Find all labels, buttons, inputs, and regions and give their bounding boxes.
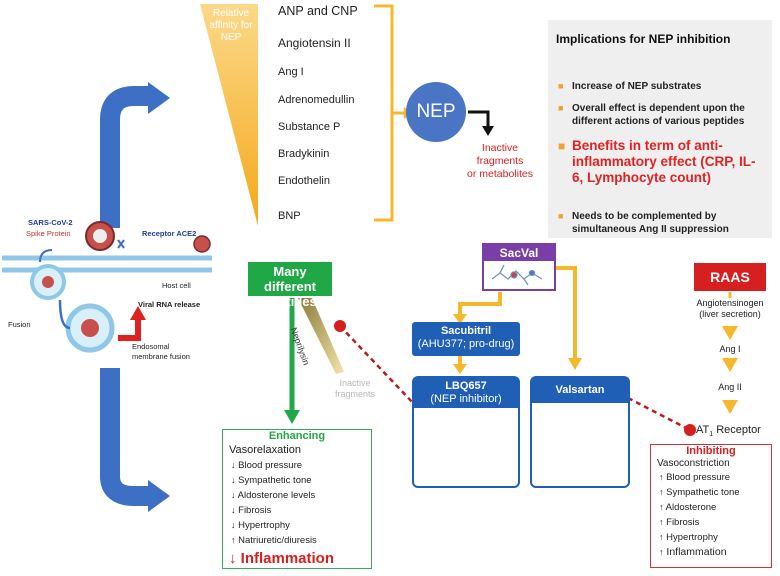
cell-illustration — [2, 221, 212, 353]
label-sars-cov-2: SARS-CoV-2 — [28, 218, 73, 227]
inactive-line-2: fragments — [476, 155, 524, 167]
peptide-anp-cnp: ANP and CNP — [278, 4, 358, 18]
enhancing-item: ↓ Fibrosis — [231, 505, 272, 516]
sacubitril-name: Sacubitril — [440, 325, 492, 337]
inhibiting-item: ↑ Inflammation — [659, 546, 727, 558]
inactive-line-1: Inactive — [481, 142, 519, 154]
label-spike-protein: Spike Protein — [26, 229, 71, 238]
peptide-adrenomedullin: Adrenomedullin — [278, 94, 355, 106]
sacubitril-sub: (AHU377; pro-drug) — [417, 338, 515, 350]
many-peptides-box: Many different peptides — [248, 262, 332, 309]
peptide-bnp: BNP — [278, 210, 301, 222]
peptide-bradykinin: Bradykinin — [278, 148, 330, 160]
implications-box: Implications for NEP inhibition ■Increas… — [548, 20, 772, 238]
lbq657-name: LBQ657 — [445, 380, 487, 392]
peptide-ang-i: Ang I — [278, 66, 304, 78]
enhancing-item: ↓ Blood pressure — [231, 460, 303, 471]
inhibition-line-val — [627, 396, 691, 432]
label-endosomal: Endosomal membrane fusion — [132, 342, 190, 361]
nep-output-arrow — [468, 110, 490, 128]
raas-liver-label: (liver secretion) — [699, 309, 761, 319]
affinity-label: Relative affinity for NEP — [209, 8, 253, 43]
nep-circle: NEP — [406, 82, 466, 142]
affinity-triangle — [200, 4, 258, 226]
raas-arrow-1 — [722, 326, 738, 340]
enhancing-box: Enhancing Vasorelaxation ↓ Blood pressur… — [222, 429, 372, 569]
inhibiting-title: Inhibiting — [686, 445, 736, 457]
lbq657-box: LBQ657 (NEP inhibitor) — [412, 376, 520, 488]
raas-angiotensinogen: Angiotensinogen (liver secretion) — [672, 298, 780, 320]
raas-arrow-3 — [722, 400, 738, 414]
inhibiting-item: ↑ Blood pressure — [659, 472, 731, 483]
label-receptor-ace2: Receptor ACE2 — [142, 229, 197, 238]
inactive-line-3: or metabolites — [467, 168, 533, 180]
sacval-arrow-right — [556, 266, 577, 360]
implication-item-2: ■Overall effect is dependent upon the di… — [558, 103, 745, 127]
label-host-cell: Host cell — [162, 281, 191, 290]
peptide-substance-p: Substance P — [278, 121, 341, 133]
label-viral-rna: Viral RNA release — [138, 300, 201, 309]
inhibiting-item: ↑ Hypertrophy — [659, 532, 718, 543]
inhibiting-heading: Vasoconstriction — [657, 458, 730, 469]
inactive-fragments-label: Inactive fragments — [334, 378, 376, 399]
peptide-angiotensin-ii: Angiotensin II — [278, 36, 351, 50]
lbq657-header: LBQ657 (NEP inhibitor) — [414, 378, 518, 408]
at1-receptor-label: AT1 Receptor — [696, 424, 761, 439]
implication-item-3: ■Benefits in term of anti-inflammatory e… — [558, 138, 756, 185]
implication-item-4: ■Needs to be complemented by simultaneou… — [558, 211, 729, 235]
implication-item-1: ■Increase of NEP substrates — [558, 81, 702, 92]
inhibiting-item: ↑ Fibrosis — [659, 517, 700, 528]
sacval-box: SacVal — [482, 243, 556, 291]
blue-arrow-down — [100, 368, 150, 506]
enhancing-item: ↑ Natriuretic/diuresis — [231, 535, 317, 546]
blue-arrow-up — [100, 86, 150, 228]
peptide-endothelin: Endothelin — [278, 175, 330, 187]
enhancing-inflammation: ↓ Inflammation — [229, 550, 335, 567]
enhancing-item: ↓ Aldosterone levels — [231, 490, 316, 501]
raas-ang-ii: Ang II — [718, 382, 742, 392]
inhibition-dot-at1 — [684, 424, 696, 436]
valsartan-box: Valsartan — [530, 376, 630, 488]
enhancing-item: ↓ Sympathetic tone — [231, 475, 312, 486]
sacval-arrow-left — [458, 292, 502, 316]
inhibition-dot-lbq — [334, 320, 346, 332]
inactive-products: Inactive fragments or metabolites — [454, 142, 546, 181]
lbq657-sub: (NEP inhibitor) — [430, 393, 502, 405]
raas-box: RAAS — [694, 263, 766, 291]
inhibiting-item: ↑ Aldosterone — [659, 502, 717, 513]
sacubitril-box: Sacubitril (AHU377; pro-drug) — [412, 322, 520, 356]
inhibiting-box: Inhibiting Vasoconstriction ↑ Blood pres… — [650, 444, 772, 568]
neprilysin-arrow — [298, 298, 344, 374]
enhancing-heading: Vasorelaxation — [229, 444, 301, 456]
raas-angiotensinogen-label: Angiotensinogen — [696, 298, 764, 308]
sacval-molecule-icon — [491, 264, 543, 286]
label-fusion: Fusion — [8, 320, 31, 329]
raas-arrow-2 — [722, 358, 738, 372]
implications-title: Implications for NEP inhibition — [556, 32, 731, 46]
raas-ang-i: Ang I — [719, 344, 741, 354]
valsartan-header: Valsartan — [532, 378, 628, 403]
enhancing-item: ↓ Hypertrophy — [231, 520, 290, 531]
peptide-bracket — [374, 4, 404, 222]
sacval-title: SacVal — [484, 245, 554, 261]
inhibiting-item: ↑ Sympathetic tone — [659, 487, 740, 498]
enhancing-title: Enhancing — [268, 430, 326, 442]
nep-label: NEP — [416, 101, 456, 122]
